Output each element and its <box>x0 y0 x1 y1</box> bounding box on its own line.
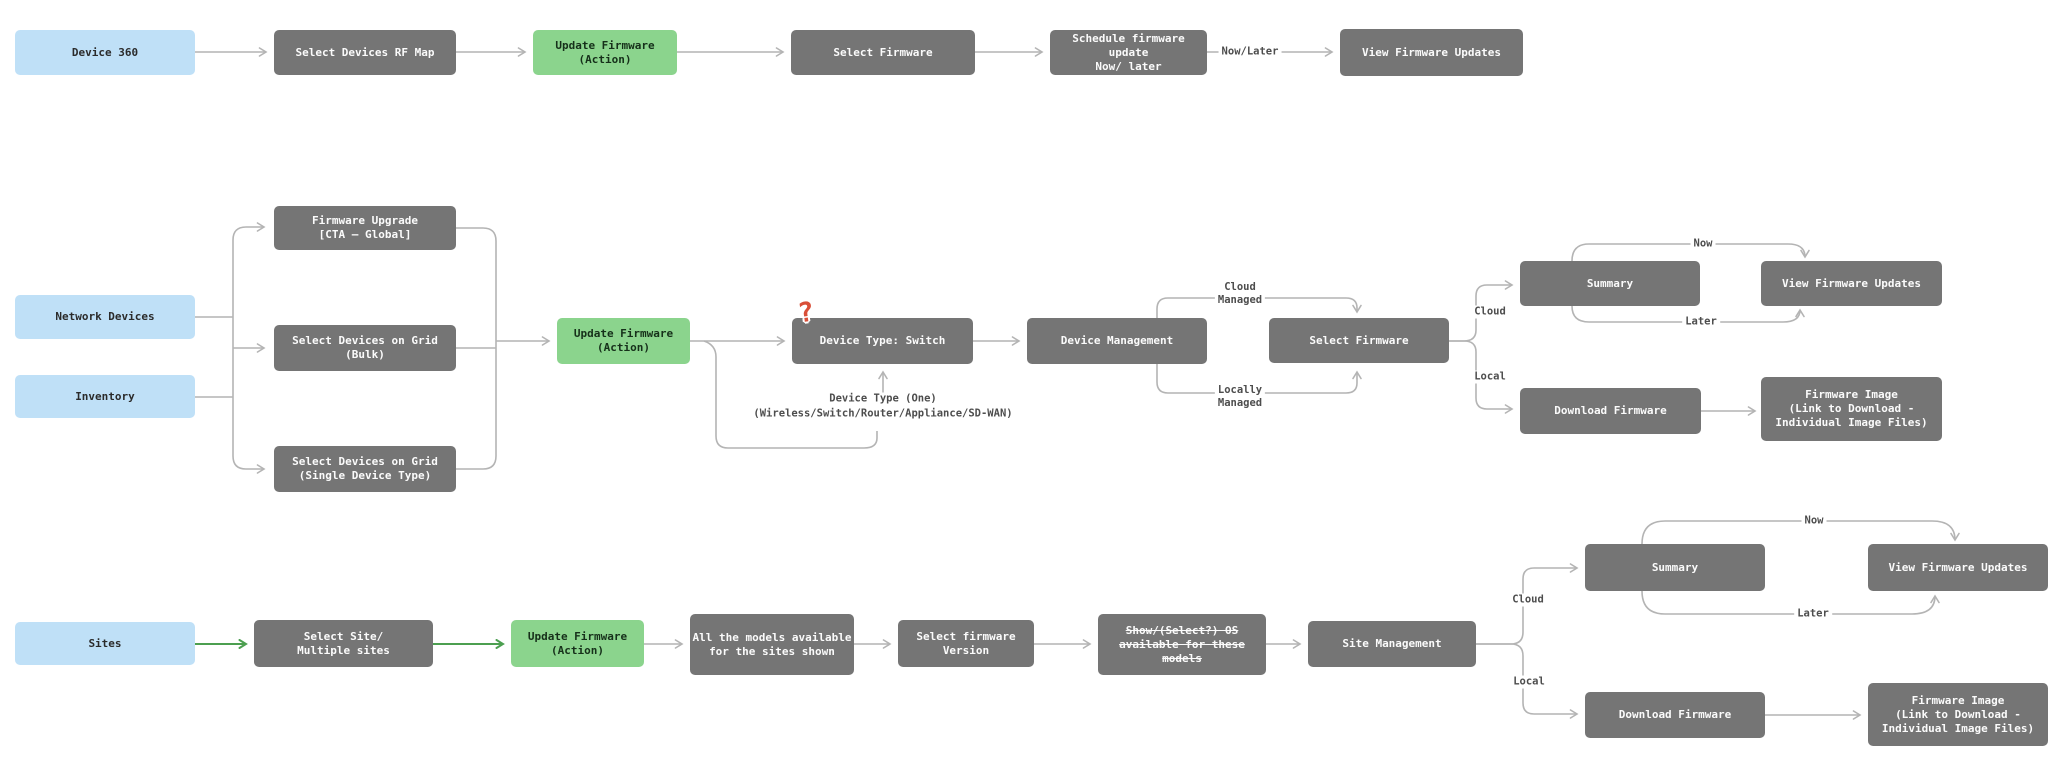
firmware-upgrade-cta: Firmware Upgrade [CTA – Global] <box>274 206 456 250</box>
select-devices-rf-map: Select Devices RF Map <box>274 30 456 75</box>
sites: Sites <box>15 622 195 665</box>
edge-label-cloud-bottom: Cloud <box>1509 593 1547 607</box>
edge-label-local-bottom: Local <box>1510 675 1548 689</box>
view-firmware-updates-mid: View Firmware Updates <box>1761 261 1942 306</box>
line-fwupgrade-to-trunk2 <box>456 227 497 242</box>
edge-label-cloud-mid: Cloud <box>1471 305 1509 319</box>
download-firmware-mid: Download Firmware <box>1520 388 1701 434</box>
all-models-available: All the models available for the sites s… <box>690 614 854 675</box>
firmware-image-bottom: Firmware Image (Link to Download - Indiv… <box>1868 683 2048 746</box>
arrow-trunk-to-fwupgrade <box>232 222 266 241</box>
summary-bottom: Summary <box>1585 544 1765 591</box>
device-management: Device Management <box>1027 318 1207 364</box>
edge-label-device-type-one: Device Type (One) <box>826 392 940 406</box>
select-firmware-mid: Select Firmware <box>1269 318 1449 363</box>
network-devices: Network Devices <box>15 295 195 339</box>
arc-summarymid-now-to-viewfw <box>1571 243 1810 262</box>
arc-summarybot-now-to-viewfw <box>1641 520 1960 545</box>
edge-label-locally-managed: Locally Managed <box>1214 384 1266 410</box>
download-firmware-bottom: Download Firmware <box>1585 692 1765 738</box>
site-management: Site Management <box>1308 621 1476 667</box>
firmware-image-mid: Firmware Image (Link to Download - Indiv… <box>1761 377 1942 441</box>
inventory: Inventory <box>15 375 195 418</box>
arrow-trunk-to-single <box>232 455 266 474</box>
view-firmware-updates-bottom: View Firmware Updates <box>1868 544 2048 591</box>
update-firmware-action-3: Update Firmware (Action) <box>511 620 644 667</box>
update-firmware-action-1: Update Firmware (Action) <box>533 30 677 75</box>
select-devices-grid-single: Select Devices on Grid (Single Device Ty… <box>274 446 456 492</box>
summary-mid: Summary <box>1520 261 1700 306</box>
edge-label-now-mid: Now <box>1690 237 1716 251</box>
curve-updatefw2-to-devicetypeone <box>703 340 878 449</box>
show-select-os: Show/(Select?) OS available for these mo… <box>1098 614 1266 675</box>
select-site: Select Site/ Multiple sites <box>254 620 433 667</box>
update-firmware-action-2: Update Firmware (Action) <box>557 318 690 364</box>
schedule-firmware-update: Schedule firmware update Now/ later <box>1050 30 1207 75</box>
edge-label-cloud-managed: Cloud Managed <box>1214 281 1266 307</box>
edge-label-now-bottom: Now <box>1801 514 1827 528</box>
select-devices-grid-bulk: Select Devices on Grid (Bulk) <box>274 325 456 371</box>
edge-label-later-mid: Later <box>1682 315 1720 329</box>
edge-label-local-mid: Local <box>1471 370 1509 384</box>
edge-label-device-type-one-options: (Wireless/Switch/Router/Appliance/SD-WAN… <box>750 407 1016 421</box>
device-type-switch: Device Type: Switch <box>792 318 973 364</box>
edge-label-later-bottom: Later <box>1794 607 1832 621</box>
arc-summarybot-later-to-viewfw <box>1641 590 1940 615</box>
line-single-to-trunk2 <box>456 455 497 470</box>
view-firmware-updates-top: View Firmware Updates <box>1340 29 1523 76</box>
select-firmware-top: Select Firmware <box>791 30 975 75</box>
edge-label-now-later-top: Now/Later <box>1218 45 1282 59</box>
select-firmware-version: Select firmware Version <box>898 620 1034 667</box>
device-360: Device 360 <box>15 30 195 75</box>
